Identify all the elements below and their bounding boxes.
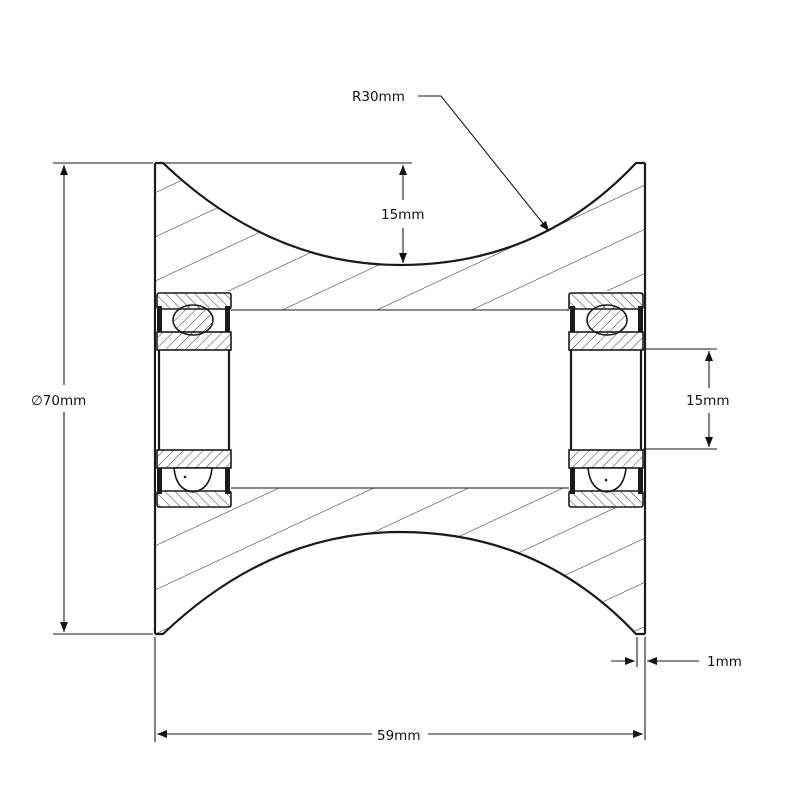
- dim-label-diameter: ∅70mm: [31, 393, 86, 409]
- dim-edge-flat: 1mm: [611, 637, 742, 740]
- dim-label-width: 59mm: [377, 728, 420, 744]
- dim-outer-diameter: ∅70mm: [31, 162, 153, 635]
- dim-overall-width: 59mm: [154, 637, 643, 744]
- wheel-body-upper: [155, 161, 645, 310]
- left-bearing: [156, 291, 232, 508]
- dim-label-edge: 1mm: [707, 654, 742, 670]
- diameter-symbol-icon: ∅: [31, 393, 43, 409]
- bearing-ball-icon: [172, 304, 214, 336]
- dim-bore-diameter: 15mm: [643, 348, 729, 450]
- bore-cavity: [231, 311, 569, 487]
- dim-label-bore: 15mm: [686, 393, 729, 409]
- bearing-ball-icon: [586, 304, 628, 336]
- right-bearing: [568, 291, 644, 508]
- wheel-body-lower: [155, 488, 645, 636]
- dim-groove-radius: R30mm: [352, 89, 550, 232]
- dim-label-depth: 15mm: [381, 207, 424, 223]
- dim-label-radius: R30mm: [352, 89, 405, 105]
- dim-groove-depth: 15mm: [163, 162, 424, 263]
